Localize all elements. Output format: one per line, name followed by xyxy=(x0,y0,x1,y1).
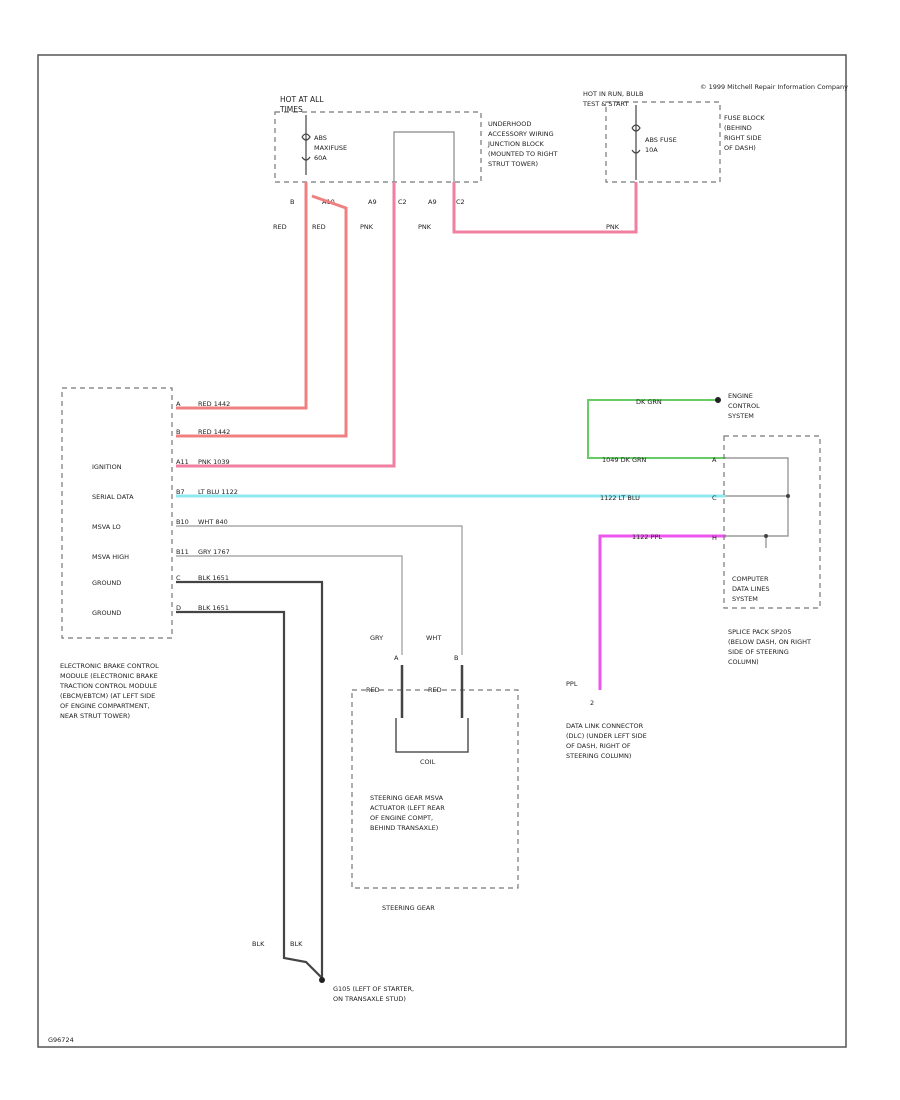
gry-wire xyxy=(176,555,403,655)
ebcm-pin-name: MSVA LO xyxy=(92,523,121,531)
diagram-frame xyxy=(37,54,847,1048)
splice-bus xyxy=(726,457,789,548)
ebcm-pin-wire: RED 1442 xyxy=(198,400,230,408)
dlc-ppl-label: PPL xyxy=(566,680,578,688)
steering-pin-a: A xyxy=(394,654,399,662)
ebcm-pin-id: C xyxy=(176,574,181,582)
ground-g105: BLK BLK G105 (LEFT OF STARTER,ON TRANSAX… xyxy=(252,940,414,1003)
ebcm-pin-name: MSVA HIGH xyxy=(92,553,129,561)
wire-label-red-1: RED xyxy=(273,223,287,231)
ground-label: G105 (LEFT OF STARTER,ON TRANSAXLE STUD) xyxy=(333,985,414,1003)
maxifuse-icon xyxy=(301,133,311,161)
pink-wire-fuse xyxy=(452,182,638,234)
ebcm-pin-name: GROUND xyxy=(92,579,121,587)
ebcm-pin-id: A11 xyxy=(176,458,189,466)
ebcm-pin-wire: BLK 1651 xyxy=(198,604,229,612)
pink-wire-ignition xyxy=(176,182,396,468)
ebcm-pin-id: B xyxy=(176,428,180,436)
underhood-pin-b: B xyxy=(290,198,294,206)
figure-id: G96724 xyxy=(48,1036,74,1044)
ebcm-pin-id: B7 xyxy=(176,488,185,496)
ebcm-pin-wire: WHT 840 xyxy=(198,518,228,526)
ebcm-pin-id: A xyxy=(176,400,181,408)
ebcm-pin-id: D xyxy=(176,604,181,612)
wire-label-pnk-2: PNK xyxy=(418,223,432,231)
blk-label-2: BLK xyxy=(290,940,303,948)
red-wire-a xyxy=(176,182,308,410)
underhood-pin-c2b: C2 xyxy=(456,198,465,206)
wire-dkgrn-label: DK GRN xyxy=(636,398,662,406)
underhood-pin-a9a: A9 xyxy=(368,198,377,206)
ebcm-pin-wire: LT BLU 1122 xyxy=(198,488,238,496)
wire-label-red-2: RED xyxy=(312,223,326,231)
ebcm-pin-wire: GRY 1767 xyxy=(198,548,230,556)
splice-node-1 xyxy=(786,494,790,498)
underhood-internal-bus xyxy=(393,131,455,182)
gry-label: GRY xyxy=(370,634,383,642)
steering-red-wires xyxy=(400,665,464,718)
dlc-label: DATA LINK CONNECTOR(DLC) (UNDER LEFT SID… xyxy=(566,722,647,760)
red-label-1: RED xyxy=(366,686,380,694)
steering-gear-caption: STEERING GEAR xyxy=(382,904,435,912)
dk-green-wire xyxy=(587,399,726,459)
steering-gear-actuator: GRY WHT A B RED RED COIL STEERING GEAR M… xyxy=(351,634,519,912)
abs-fuse-icon xyxy=(631,124,641,154)
dlc-pin: 2 xyxy=(590,699,594,707)
splice-node-2 xyxy=(764,534,768,538)
blk-ground-wire-2 xyxy=(176,610,323,979)
ground-icon xyxy=(319,977,325,983)
red-label-2: RED xyxy=(428,686,442,694)
wire-1049-label: 1049 DK GRN xyxy=(602,456,646,464)
steering-pin-b: B xyxy=(454,654,458,662)
wire-label-pnk-3: PNK xyxy=(606,223,620,231)
underhood-pin-c2a: C2 xyxy=(398,198,407,206)
ebcm-pin-wire: PNK 1039 xyxy=(198,458,230,466)
data-link-connector: PPL 2 DATA LINK CONNECTOR(DLC) (UNDER LE… xyxy=(566,680,647,760)
coil-label: COIL xyxy=(420,758,436,766)
blk-ground-wire-1 xyxy=(176,580,324,978)
copyright: © 1999 Mitchell Repair Information Compa… xyxy=(700,83,848,91)
ebcm-pin-name: GROUND xyxy=(92,609,121,617)
coil-icon xyxy=(395,718,469,753)
ebcm-pin-id: B10 xyxy=(176,518,189,526)
engine-control-connector-icon xyxy=(715,397,721,403)
wire-ppl-label: 1122 PPL xyxy=(632,533,662,541)
splice-pin-a: A xyxy=(712,456,717,464)
underhood-pin-a9b: A9 xyxy=(428,198,437,206)
wht-label: WHT xyxy=(426,634,441,642)
wire-1122-label: 1122 LT BLU xyxy=(600,494,640,502)
ebcm-pin-name: IGNITION xyxy=(92,463,122,471)
red-wire-b xyxy=(176,194,348,438)
ebcm-pin-id: B11 xyxy=(176,548,189,556)
ebcm-pin-wire: RED 1442 xyxy=(198,428,230,436)
wires xyxy=(176,182,726,979)
wht-wire xyxy=(176,525,463,655)
ebcm-pin-wire: BLK 1651 xyxy=(198,574,229,582)
splice-pin-c: C xyxy=(712,494,717,502)
splice-pin-h: H xyxy=(712,534,717,542)
wire-label-pnk-1: PNK xyxy=(360,223,374,231)
blk-label-1: BLK xyxy=(252,940,265,948)
purple-wire xyxy=(598,534,726,690)
ebcm-pin-name: SERIAL DATA xyxy=(92,493,134,501)
